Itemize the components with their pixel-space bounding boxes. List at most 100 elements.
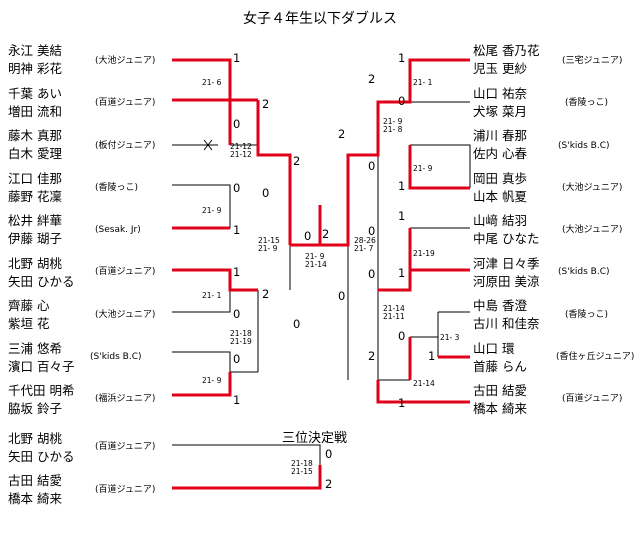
tp-club-2: (百道ジュニア) (95, 485, 156, 495)
round-score: 2 (293, 154, 301, 168)
round-score: 2 (338, 127, 346, 141)
game-score: 21- 9 (202, 376, 222, 385)
left-club-4: (香陵っこ) (95, 183, 139, 193)
right-club-7: (香陵っこ) (565, 310, 609, 320)
right-player-9a: 古田 結愛 (473, 383, 527, 398)
left-player-1b: 明神 彩花 (8, 61, 62, 76)
right-club-4: (大池ジュニア) (562, 183, 623, 193)
left-player-6b: 矢田 ひかる (8, 274, 75, 289)
round-score: 0 (233, 352, 241, 366)
game-score: 21-12 21-12 (230, 142, 252, 159)
round-score: 0 (233, 307, 241, 321)
third-place-title: 三位決定戦 (282, 431, 348, 446)
game-score: 21- 1 (413, 78, 433, 87)
left-player-7a: 齊藤 心 (8, 298, 50, 313)
round-score: 0 (262, 186, 270, 200)
right-club-6: (S'kids B.C) (558, 267, 610, 277)
game-score: 21-19 (413, 249, 435, 258)
right-club-8: (香住ヶ丘ジュニア) (556, 352, 635, 362)
left-club-8: (S'kids B.C) (90, 352, 142, 362)
left-club-3: (板付ジュニア) (95, 141, 156, 151)
tp-player-1b: 矢田 ひかる (8, 449, 75, 464)
right-player-7a: 中島 香澄 (473, 298, 527, 313)
game-score: 21- 9 (202, 206, 222, 215)
right-player-2b: 犬塚 菜月 (473, 104, 527, 119)
right-player-9b: 橋本 綺来 (473, 401, 527, 416)
round-score: 2 (325, 477, 333, 491)
left-player-2b: 増田 流和 (8, 104, 62, 119)
tp-player-1a: 北野 胡桃 (8, 431, 62, 446)
left-player-5b: 伊藤 瑚子 (8, 231, 62, 246)
round-score: 0 (368, 267, 376, 281)
right-club-2: (香陵っこ) (565, 98, 609, 108)
left-player-6a: 北野 胡桃 (8, 256, 62, 271)
left-club-6: (百道ジュニア) (95, 267, 156, 277)
round-score: 0 (338, 289, 346, 303)
left-player-9a: 千代田 明希 (8, 383, 75, 398)
right-player-6b: 河原田 美涼 (473, 274, 540, 289)
right-player-8b: 首藤 らん (473, 359, 527, 374)
round-score: 0 (368, 224, 376, 238)
round-score: 0 (398, 329, 406, 343)
game-score: 21- 6 (202, 78, 222, 87)
round-score: 0 (233, 117, 241, 131)
round-score: 1 (233, 393, 241, 407)
left-player-5a: 松井 絆華 (8, 213, 62, 228)
round-score: 0 (304, 229, 312, 243)
round-score: 2 (262, 287, 270, 301)
bracket-title: 女子４年生以下ダブルス (243, 11, 397, 27)
left-player-2a: 千葉 あい (8, 86, 62, 101)
game-score: 21-18 21-19 (230, 329, 252, 346)
round-score: 0 (233, 181, 241, 195)
right-player-3a: 浦川 春那 (473, 128, 527, 143)
right-club-3: (S'kids B.C) (558, 141, 610, 151)
game-score: 28-26 21- 7 (354, 236, 376, 253)
right-player-1a: 松尾 香乃花 (473, 43, 540, 58)
round-score: 2 (322, 227, 330, 241)
left-player-4a: 江口 佳那 (8, 171, 62, 186)
left-club-2: (百道ジュニア) (95, 98, 156, 108)
round-score: 1 (398, 396, 406, 410)
left-club-5: (Sesak. Jr) (95, 225, 141, 235)
round-score: 1 (233, 265, 241, 279)
round-score: 0 (368, 159, 376, 173)
left-club-9: (福浜ジュニア) (95, 394, 156, 404)
right-club-1: (三宅ジュニア) (562, 56, 623, 66)
right-player-8a: 山口 環 (473, 341, 515, 356)
right-player-5a: 山﨑 結羽 (473, 213, 527, 228)
game-score: 21-18 21-15 (291, 459, 313, 476)
right-player-6a: 河津 日々季 (473, 256, 540, 271)
round-score: 1 (398, 179, 406, 193)
left-player-9b: 脇坂 鈴子 (8, 401, 62, 416)
round-score: 0 (293, 317, 301, 331)
left-club-7: (大池ジュニア) (95, 310, 156, 320)
left-player-3b: 白木 愛理 (8, 146, 62, 161)
right-player-3b: 佐内 心春 (473, 146, 527, 161)
round-score: 0 (398, 94, 406, 108)
left-club-1: (大池ジュニア) (95, 56, 156, 66)
game-score: 21- 1 (202, 291, 222, 300)
tp-club-1: (百道ジュニア) (95, 442, 156, 452)
right-club-5: (大池ジュニア) (562, 225, 623, 235)
right-player-1b: 児玉 更紗 (473, 61, 527, 76)
game-score: 21-14 (413, 379, 435, 388)
left-player-3a: 藤木 真那 (8, 128, 62, 143)
game-score: 21-14 21-11 (383, 304, 405, 321)
right-player-2a: 山口 祐奈 (473, 86, 527, 101)
left-player-1a: 永江 美結 (8, 43, 62, 58)
game-score: 21-15 21- 9 (258, 236, 280, 253)
round-score: 1 (233, 51, 241, 65)
left-player-4b: 藤野 花凜 (8, 189, 62, 204)
game-score: 21- 9 21-14 (305, 252, 327, 269)
tp-player-2a: 古田 結愛 (8, 473, 62, 488)
round-score: 1 (428, 349, 436, 363)
game-score: 21- 9 21- 8 (383, 117, 403, 134)
right-player-5b: 中尾 ひなた (473, 231, 540, 246)
right-player-4b: 山本 帆夏 (473, 189, 527, 204)
game-score: 21- 9 (413, 164, 433, 173)
left-player-8b: 濱口 百々子 (8, 359, 75, 374)
left-player-7b: 紫垣 花 (8, 316, 50, 331)
left-player-8a: 三浦 悠希 (8, 341, 62, 356)
round-score: 2 (262, 97, 270, 111)
